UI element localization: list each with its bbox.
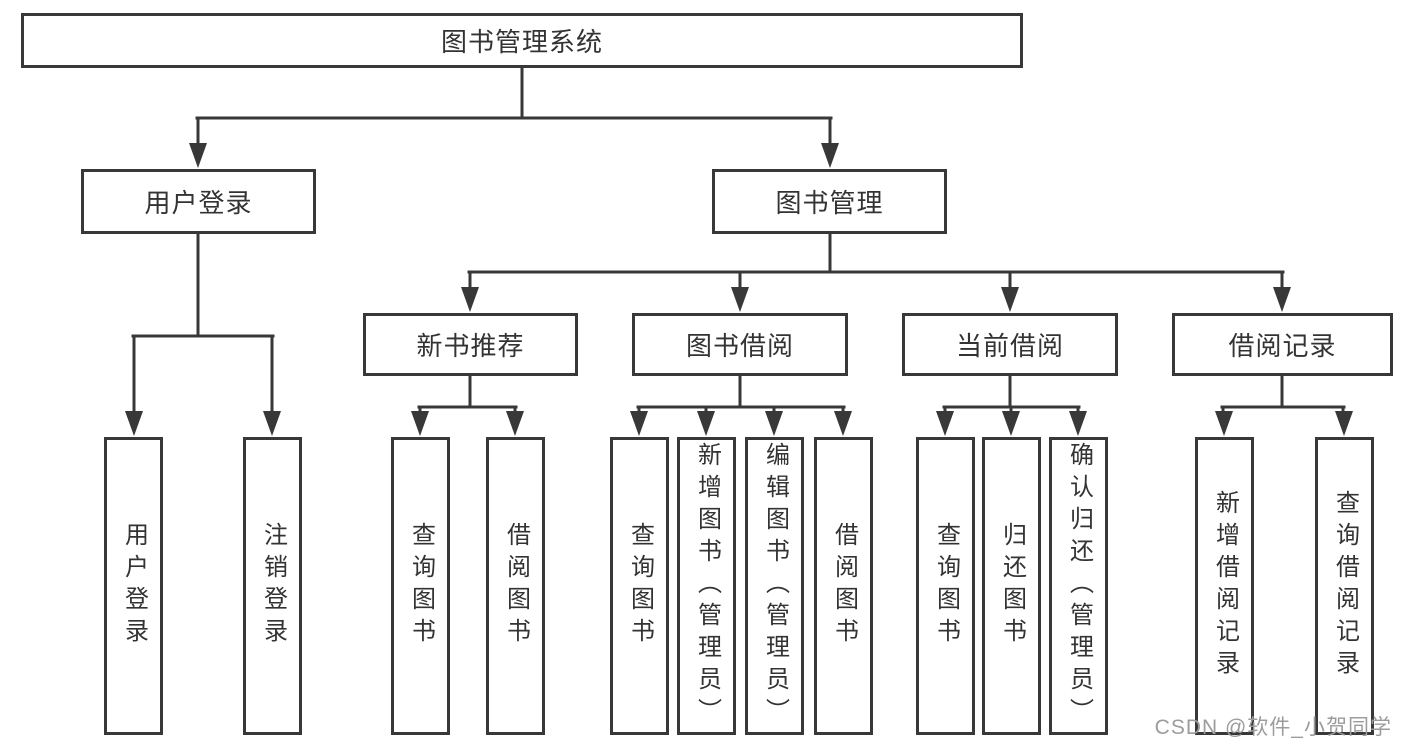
leaf-logout-label: 注销登录 <box>259 522 287 650</box>
node-book-management: 图书管理 <box>712 169 947 234</box>
connector-user-login-to-leaves <box>131 230 275 418</box>
node-user-login-label: 用户登录 <box>144 188 253 218</box>
watermark: CSDN @软件_小贺同学 <box>1154 716 1392 739</box>
leaf-recommend-borrow-books-label: 借阅图书 <box>502 522 530 650</box>
node-borrow-records: 借阅记录 <box>1172 313 1393 376</box>
leaf-current-return-books: 归还图书 <box>982 437 1041 735</box>
arrowhead-icon <box>765 411 783 436</box>
leaf-borrow-query-books: 查询图书 <box>610 437 669 735</box>
leaf-records-add-record-label: 新增借阅记录 <box>1211 490 1239 682</box>
leaf-records-query-record: 查询借阅记录 <box>1315 437 1374 735</box>
leaf-records-query-record-label: 查询借阅记录 <box>1331 490 1359 682</box>
arrowhead-icon <box>1335 411 1353 436</box>
leaf-recommend-borrow-books: 借阅图书 <box>486 437 545 735</box>
node-current-borrow: 当前借阅 <box>902 313 1118 376</box>
leaf-current-confirm-return-admin-label: 确认归还（管理员） <box>1065 442 1093 730</box>
connector-borrow-to-leaves <box>636 372 846 418</box>
node-current-borrow-label: 当前借阅 <box>955 331 1064 361</box>
leaf-user-login-label: 用户登录 <box>120 522 148 650</box>
arrowhead-icon <box>263 411 281 436</box>
connector-recommend-to-leaves <box>417 372 518 418</box>
node-new-book-recommend: 新书推荐 <box>363 313 578 376</box>
arrowhead-icon <box>1273 287 1291 312</box>
arrowhead-icon <box>411 411 429 436</box>
leaf-user-login: 用户登录 <box>104 437 163 735</box>
arrowhead-icon <box>1001 287 1019 312</box>
node-book-management-label: 图书管理 <box>775 188 884 218</box>
leaf-borrow-edit-books-admin: 编辑图书（管理员） <box>745 437 804 735</box>
arrowhead-icon <box>1069 411 1087 436</box>
arrowhead-icon <box>630 411 648 436</box>
node-root: 图书管理系统 <box>21 13 1023 68</box>
arrowhead-icon <box>821 143 839 168</box>
leaf-records-add-record: 新增借阅记录 <box>1195 437 1254 735</box>
leaf-borrow-add-books-admin-label: 新增图书（管理员） <box>693 442 721 730</box>
node-user-login: 用户登录 <box>81 169 316 234</box>
node-book-borrow: 图书借阅 <box>632 313 848 376</box>
connector-records-to-leaves <box>1220 372 1346 418</box>
arrowhead-icon <box>1002 411 1020 436</box>
arrowhead-icon <box>936 411 954 436</box>
arrowhead-icon <box>189 143 207 168</box>
leaf-current-return-books-label: 归还图书 <box>998 522 1026 650</box>
leaf-current-confirm-return-admin: 确认归还（管理员） <box>1049 437 1108 735</box>
leaf-borrow-edit-books-admin-label: 编辑图书（管理员） <box>761 442 789 730</box>
arrowhead-icon <box>697 411 715 436</box>
arrowhead-icon <box>834 411 852 436</box>
leaf-logout: 注销登录 <box>243 437 302 735</box>
leaf-borrow-borrow-books-label: 借阅图书 <box>830 522 858 650</box>
arrowhead-icon <box>731 287 749 312</box>
leaf-borrow-query-books-label: 查询图书 <box>626 522 654 650</box>
leaf-recommend-query-books: 查询图书 <box>391 437 450 735</box>
connector-book-mgmt-to-level3 <box>467 230 1285 294</box>
connector-current-to-leaves <box>942 372 1081 418</box>
arrowhead-icon <box>506 411 524 436</box>
leaf-recommend-query-books-label: 查询图书 <box>407 522 435 650</box>
leaf-borrow-add-books-admin: 新增图书（管理员） <box>677 437 736 735</box>
node-root-label: 图书管理系统 <box>440 27 603 57</box>
leaf-borrow-borrow-books: 借阅图书 <box>814 437 873 735</box>
node-new-book-recommend-label: 新书推荐 <box>416 331 525 361</box>
leaf-current-query-books-label: 查询图书 <box>932 522 960 650</box>
arrowhead-icon <box>1215 411 1233 436</box>
leaf-current-query-books: 查询图书 <box>916 437 975 735</box>
node-borrow-records-label: 借阅记录 <box>1228 331 1337 361</box>
connector-root-to-level2 <box>195 64 833 150</box>
arrowhead-icon <box>461 287 479 312</box>
node-book-borrow-label: 图书借阅 <box>685 331 794 361</box>
arrowhead-icon <box>125 411 143 436</box>
